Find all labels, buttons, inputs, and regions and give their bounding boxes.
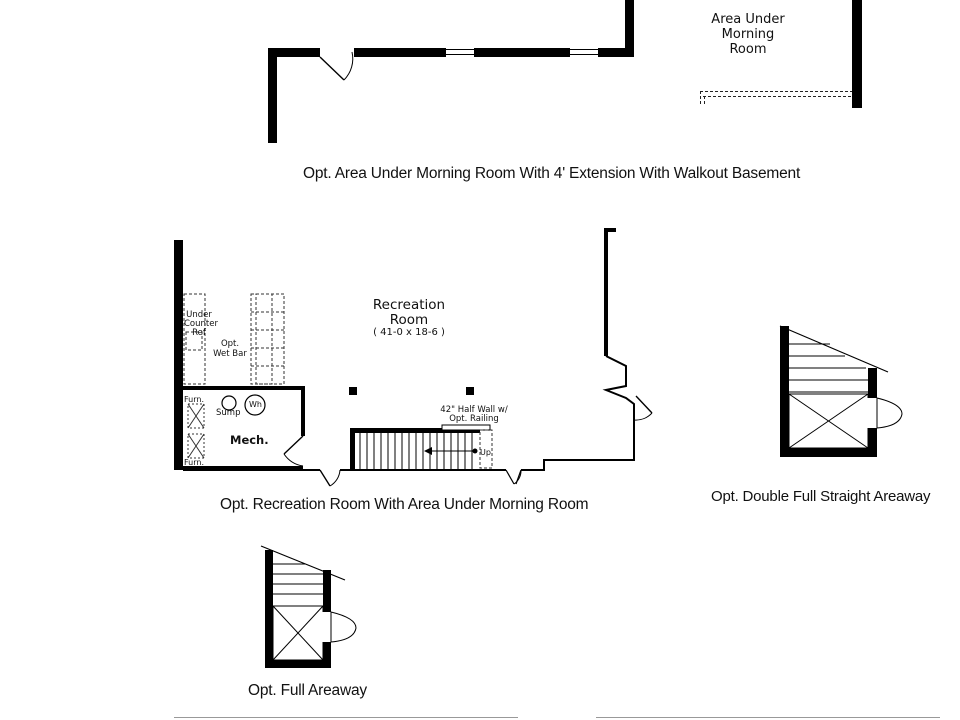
label-mech: Mech.	[230, 433, 269, 447]
wall	[268, 48, 277, 143]
label-opt-wet-bar: Opt. Wet Bar	[210, 339, 250, 359]
window	[570, 47, 598, 58]
arrow-head-icon	[424, 447, 432, 455]
caption-full-areaway: Opt. Full Areaway	[248, 682, 367, 699]
door	[633, 395, 653, 421]
label-half-wall: 42" Half Wall w/ Opt. Railing	[436, 406, 512, 424]
door	[319, 47, 354, 81]
double-areaway-plan	[779, 325, 903, 457]
staircase	[350, 424, 493, 470]
column	[466, 387, 474, 395]
column	[349, 387, 357, 395]
label-line: Area Under	[711, 12, 785, 27]
wall	[265, 550, 273, 668]
dashed-wall	[700, 91, 852, 106]
window	[446, 47, 474, 58]
wall	[780, 448, 877, 457]
room-dimensions: ( 41-0 x 18-6 )	[373, 327, 445, 338]
water-heater	[244, 394, 266, 416]
wet-bar-counters	[183, 293, 285, 385]
wall	[174, 240, 183, 470]
morning-room-extension-plan	[268, 0, 862, 143]
label-line: Room	[729, 42, 767, 57]
label-line: Morning	[721, 27, 775, 42]
label-sump: Sump	[216, 408, 241, 418]
areaway-steps	[272, 563, 324, 661]
label-furn-top: Furn.	[184, 395, 204, 404]
label-line: Recreation	[372, 297, 446, 313]
door	[319, 469, 341, 487]
label-line: Room	[389, 312, 429, 328]
furnace-unit	[187, 403, 205, 459]
mech-room-walls	[174, 386, 305, 470]
door	[283, 435, 304, 467]
label-wh: Wh	[249, 400, 262, 409]
caption-double-areaway: Opt. Double Full Straight Areaway	[711, 488, 931, 505]
label-furn-bottom: Furn.	[184, 458, 204, 467]
door	[321, 611, 357, 643]
areaway-steps	[788, 343, 869, 449]
full-areaway-plan	[260, 545, 357, 668]
door	[866, 397, 903, 429]
double-door	[505, 469, 522, 485]
label-line: Under	[186, 310, 212, 320]
sump-pit	[221, 395, 237, 411]
label-line: Opt. Railing	[449, 414, 499, 424]
label-line: 42" Half Wall w/	[440, 405, 508, 415]
wall	[625, 0, 634, 57]
wall	[852, 0, 862, 108]
room-label-area-under-morning: Area Under Morning Room	[698, 12, 798, 57]
recreation-room-plan	[174, 228, 653, 487]
label-line: Counter	[184, 319, 218, 329]
wall	[604, 228, 608, 356]
caption-morning-extension: Opt. Area Under Morning Room With 4' Ext…	[303, 165, 801, 182]
label-stair-up: Up	[480, 448, 491, 457]
label-under-counter-ref: Under Counter Ref	[184, 310, 218, 338]
wall	[780, 326, 789, 457]
caption-recreation: Opt. Recreation Room With Area Under Mor…	[220, 496, 589, 513]
wall	[265, 660, 331, 668]
label-line: Wet Bar	[213, 349, 247, 359]
room-label-recreation: Recreation Room	[359, 298, 459, 328]
label-line: Opt.	[220, 339, 240, 349]
wall	[604, 228, 616, 232]
label-line: Ref	[192, 328, 206, 338]
